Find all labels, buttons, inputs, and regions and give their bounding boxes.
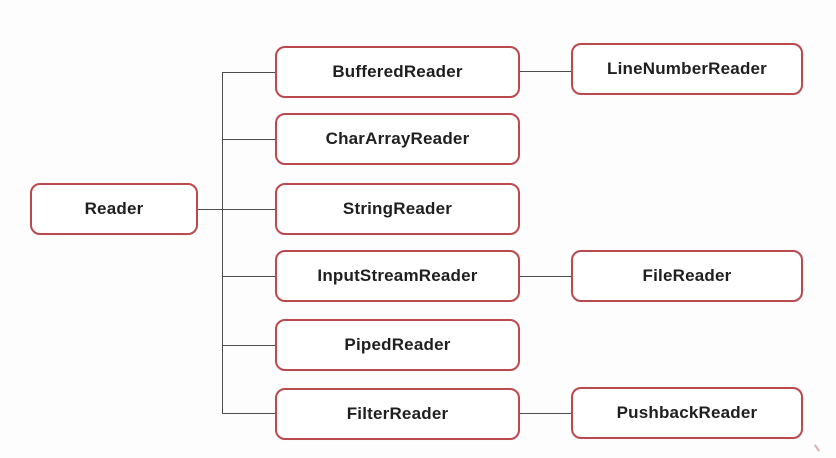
connector-trunk-to-bufferedreader bbox=[222, 72, 275, 73]
node-linenumberreader: LineNumberReader bbox=[571, 43, 803, 95]
node-pushbackreader: PushbackReader bbox=[571, 387, 803, 439]
stray-mark bbox=[813, 444, 821, 452]
connector-trunk-to-filterreader bbox=[222, 413, 275, 414]
node-bufferedreader: BufferedReader bbox=[275, 46, 520, 98]
connector-filterreader-to-pushbackreader bbox=[520, 413, 571, 414]
node-filereader: FileReader bbox=[571, 250, 803, 302]
node-chararrayreader: CharArrayReader bbox=[275, 113, 520, 165]
node-reader: Reader bbox=[30, 183, 198, 235]
connector-reader-to-stringreader bbox=[198, 209, 275, 210]
connector-inputstreamreader-to-filereader bbox=[520, 276, 571, 277]
connector-trunk-to-chararrayreader bbox=[222, 139, 275, 140]
connector-trunk-vertical bbox=[222, 72, 223, 414]
node-stringreader: StringReader bbox=[275, 183, 520, 235]
node-pipedreader: PipedReader bbox=[275, 319, 520, 371]
connector-bufferedreader-to-linenumberreader bbox=[520, 71, 571, 72]
node-filterreader: FilterReader bbox=[275, 388, 520, 440]
connector-trunk-to-pipedreader bbox=[222, 345, 275, 346]
node-inputstreamreader: InputStreamReader bbox=[275, 250, 520, 302]
connector-trunk-to-inputstreamreader bbox=[222, 276, 275, 277]
